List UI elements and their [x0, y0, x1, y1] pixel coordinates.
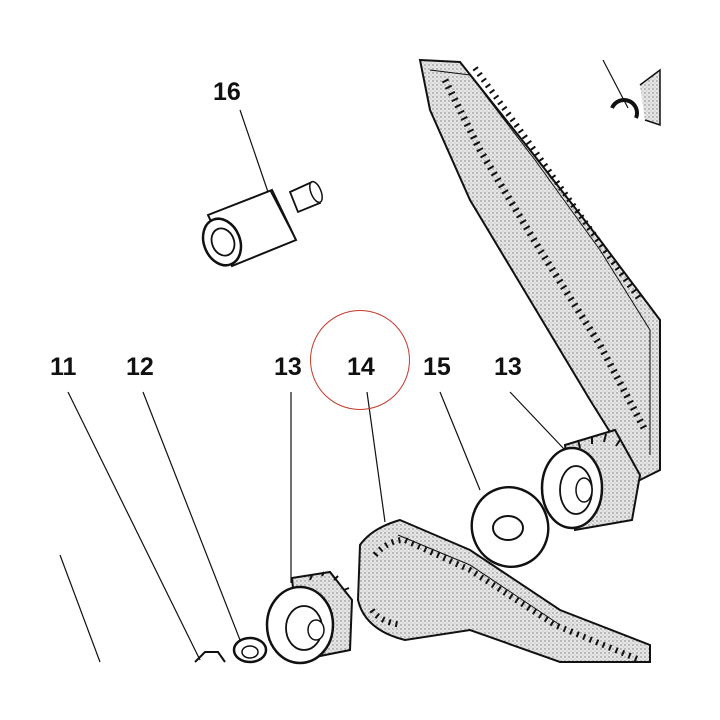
toothed-pulley-part-13-left [265, 570, 354, 665]
callout-14: 14 [347, 353, 375, 381]
callout-13-right: 13 [494, 353, 522, 381]
highlight-circle [310, 310, 410, 410]
circlip-part [602, 59, 661, 127]
washer-part-12 [232, 636, 268, 664]
gear-part-11 [194, 651, 226, 663]
timing-belt-upper [418, 58, 661, 482]
timing-belt-part-14 [356, 518, 651, 663]
toothed-pulley-part-13-right [540, 428, 642, 532]
callout-12: 12 [126, 353, 154, 381]
callout-15: 15 [423, 353, 451, 381]
callout-13-left: 13 [274, 353, 302, 381]
callout-16: 16 [213, 78, 241, 106]
callout-11: 11 [50, 353, 77, 381]
leader-lines [59, 391, 566, 663]
flat-washer-part-15 [470, 485, 550, 569]
spacer-stud-part-16 [201, 109, 323, 268]
